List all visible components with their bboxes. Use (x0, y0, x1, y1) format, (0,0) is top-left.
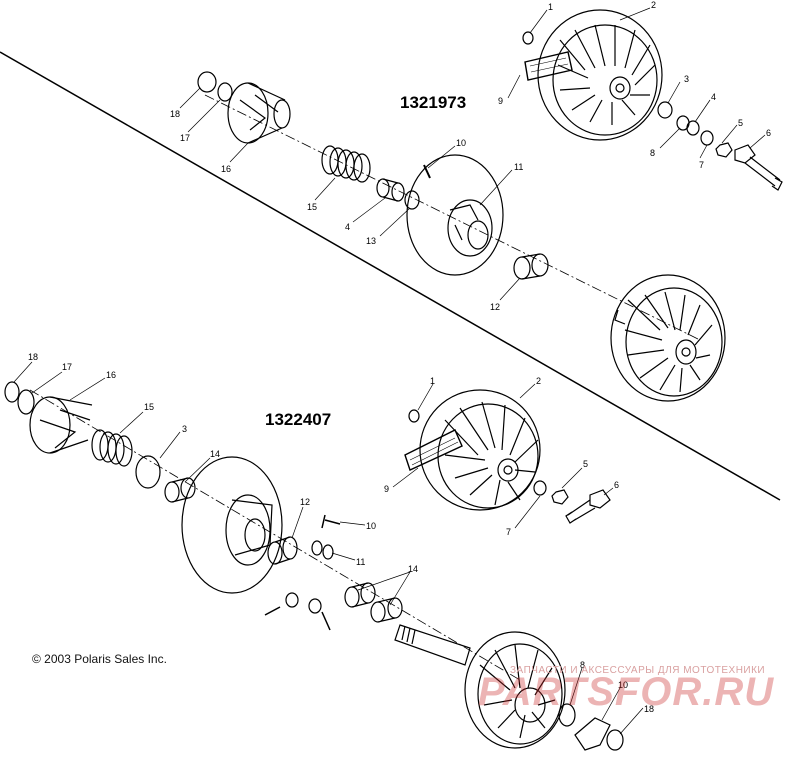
upper-assembly-number: 1321973 (400, 93, 466, 112)
callout-label: 8 (650, 148, 655, 158)
callout-label: 14 (408, 564, 418, 574)
upper-moveable-sheave-11 (406, 154, 504, 276)
upper-cam-16 (227, 82, 291, 144)
lower-plate-10 (574, 717, 611, 751)
callout-label: 2 (536, 376, 541, 386)
lower-washer-7 (533, 480, 547, 496)
lower-bearing-12 (267, 536, 298, 565)
callout-label: 1 (430, 376, 435, 386)
lower-axis-line (29, 389, 521, 681)
callout-label: 3 (684, 74, 689, 84)
callout-label: 15 (307, 202, 317, 212)
upper-nut-5 (715, 142, 733, 158)
callout-label: 10 (618, 680, 628, 690)
callout-label: 1 (548, 2, 553, 12)
callout-label: 11 (356, 557, 365, 567)
watermark-tagline: ЗАПЧАСТИ И АКСЕССУАРЫ ДЛЯ МОТОТЕХНИКИ (510, 665, 766, 676)
lower-screw-small (264, 606, 281, 616)
upper-snap-ring-18 (197, 71, 217, 93)
callout-label: 4 (711, 92, 716, 102)
upper-axis-line (204, 94, 701, 341)
upper-washer-17 (217, 82, 233, 102)
callout-label: 10 (366, 521, 376, 531)
callout-label: 17 (62, 362, 72, 372)
callout-label: 15 (144, 402, 154, 412)
lower-washer-3 (135, 455, 161, 489)
upper-callout-labels: 1 2 3 4 5 6 7 8 9 10 11 12 13 15 16 17 1… (170, 0, 771, 312)
callout-label: 18 (170, 109, 180, 119)
callout-label: 18 (644, 704, 654, 714)
callout-label: 14 (210, 449, 220, 459)
upper-washer-7 (700, 130, 714, 146)
lower-nut-small-a (285, 592, 299, 608)
callout-label: 12 (490, 302, 500, 312)
lower-belt-segment (404, 429, 463, 471)
lower-nut-5 (551, 489, 569, 505)
callout-label: 4 (345, 222, 350, 232)
callout-label: 5 (738, 118, 743, 128)
leader-lines (13, 7, 766, 735)
lower-washer-8 (558, 703, 576, 727)
upper-spring-15 (321, 145, 371, 183)
callout-label: 17 (180, 133, 190, 143)
upper-fixed-sheave (610, 274, 726, 402)
lower-spring-15 (91, 429, 133, 467)
lower-bolt-6 (565, 489, 611, 524)
lower-snap-ring-18 (4, 381, 20, 403)
callout-label: 3 (182, 424, 187, 434)
callout-label: 13 (366, 236, 376, 246)
callout-label: 11 (514, 162, 523, 172)
lower-bushing-14 (164, 477, 196, 503)
upper-bearing-12 (513, 253, 549, 280)
upper-bolt-6 (734, 144, 783, 191)
upper-washer-4 (686, 120, 700, 136)
upper-washer-3 (657, 101, 673, 119)
callout-label: 6 (614, 480, 619, 490)
divider-line (0, 51, 781, 501)
lower-callout-labels: 18 17 16 15 3 14 2 5 6 7 9 1 12 10 11 14… (28, 352, 654, 714)
lower-assembly-number: 1322407 (265, 410, 331, 429)
lower-washer-1 (408, 409, 420, 423)
callout-label: 18 (28, 352, 38, 362)
callout-label: 5 (583, 459, 588, 469)
callout-label: 7 (699, 160, 704, 170)
upper-sheave-finned (537, 9, 663, 141)
lower-cam-16 (29, 396, 93, 454)
lower-pin-10 (321, 514, 341, 529)
watermark-logo: PARTSFOR.RU (478, 670, 775, 714)
callout-label: 9 (498, 96, 503, 106)
upper-screw-10 (423, 164, 431, 179)
callout-label: 10 (456, 138, 466, 148)
lower-sheave-finned (419, 389, 541, 511)
copyright-text: © 2003 Polaris Sales Inc. (32, 652, 167, 666)
lower-moveable-sheave (181, 456, 283, 594)
lower-shaft (394, 624, 471, 666)
lower-nut-small-b (308, 598, 322, 614)
callout-label: 16 (106, 370, 116, 380)
lower-washer-17 (17, 389, 35, 415)
callout-label: 7 (506, 527, 511, 537)
lower-bushing-14-pair (344, 582, 403, 623)
lower-roller-11 (311, 540, 334, 560)
lower-snap-ring-18b (606, 729, 624, 751)
callout-label: 8 (580, 660, 585, 670)
upper-washer-1 (522, 31, 534, 45)
callout-label: 9 (384, 484, 389, 494)
lower-screw-small-b (321, 611, 331, 631)
lower-fixed-sheave (464, 631, 566, 749)
callout-label: 6 (766, 128, 771, 138)
upper-washer-13 (404, 190, 420, 210)
upper-belt-segment (524, 51, 573, 81)
callout-label: 12 (300, 497, 310, 507)
callout-label: 2 (651, 0, 656, 10)
upper-bushing-4 (376, 178, 405, 202)
callout-label: 16 (221, 164, 231, 174)
